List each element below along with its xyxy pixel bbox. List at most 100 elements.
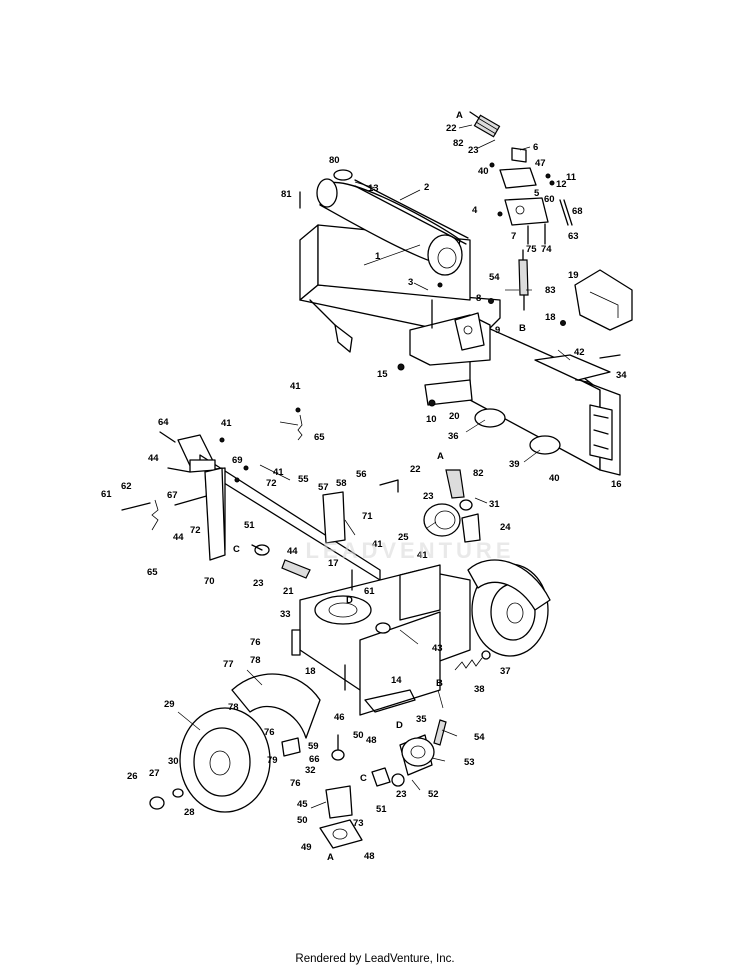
callout-47: 47 xyxy=(535,158,546,169)
callout-9: 9 xyxy=(495,325,500,336)
callout-23-b: 23 xyxy=(423,491,434,502)
connector-d-mid: D xyxy=(346,595,353,606)
callout-49: 49 xyxy=(301,842,312,853)
callout-51-b: 51 xyxy=(376,804,387,815)
connector-b-low: B xyxy=(436,678,443,689)
callout-28: 28 xyxy=(184,807,195,818)
callout-44-b: 44 xyxy=(173,532,184,543)
callout-42: 42 xyxy=(574,347,585,358)
callout-79: 79 xyxy=(267,755,278,766)
callout-14: 14 xyxy=(391,675,402,686)
callout-62: 62 xyxy=(121,481,132,492)
footer-credit: Rendered by LeadVenture, Inc. xyxy=(295,953,455,965)
callout-29: 29 xyxy=(164,699,175,710)
callout-24: 24 xyxy=(500,522,511,533)
callout-50-a: 50 xyxy=(353,730,364,741)
callout-75: 75 xyxy=(526,244,537,255)
callout-37: 37 xyxy=(500,666,511,677)
callout-11: 11 xyxy=(566,172,577,183)
callout-15: 15 xyxy=(377,369,388,380)
callout-19: 19 xyxy=(568,270,579,281)
callout-55: 55 xyxy=(298,474,309,485)
callout-3: 3 xyxy=(408,277,413,288)
callout-35: 35 xyxy=(416,714,427,725)
beam-assembly xyxy=(299,169,633,476)
callout-13: 13 xyxy=(368,183,379,194)
callout-23: 23 xyxy=(468,145,479,156)
axle-frame xyxy=(149,559,551,813)
callout-54: 54 xyxy=(489,272,500,283)
callout-41-b: 41 xyxy=(221,418,232,429)
pump-assembly xyxy=(319,719,447,849)
callout-83: 83 xyxy=(545,285,556,296)
callout-7: 7 xyxy=(511,231,516,242)
callout-66: 66 xyxy=(309,754,320,765)
callout-labels: 22 82 23 6 47 40 11 12 5 4 60 68 7 75 74… xyxy=(101,123,627,862)
callout-32: 32 xyxy=(305,765,316,776)
callout-5: 5 xyxy=(534,188,540,199)
callout-81: 81 xyxy=(281,189,292,200)
callout-69: 69 xyxy=(232,455,243,466)
callout-31: 31 xyxy=(489,499,500,510)
callout-71: 71 xyxy=(362,511,373,522)
callout-67: 67 xyxy=(167,490,178,501)
connector-letters: A B A C D B D C A xyxy=(233,110,526,863)
callout-18: 18 xyxy=(545,312,556,323)
callout-38: 38 xyxy=(474,684,485,695)
callout-82-b: 82 xyxy=(473,468,484,479)
callout-68: 68 xyxy=(572,206,583,217)
callout-63: 63 xyxy=(568,231,579,242)
callout-27: 27 xyxy=(149,768,160,779)
callout-45: 45 xyxy=(297,799,308,810)
callout-22-b: 22 xyxy=(410,464,421,475)
callout-43: 43 xyxy=(432,643,443,654)
callout-41-c: 41 xyxy=(273,467,284,478)
watermark: LEADVENTURE xyxy=(305,538,515,563)
callout-12: 12 xyxy=(556,179,567,190)
callout-17: 17 xyxy=(328,558,339,569)
callout-59: 59 xyxy=(308,741,319,752)
connector-d-low: D xyxy=(396,720,403,731)
callout-80: 80 xyxy=(329,155,340,166)
callout-76-a: 76 xyxy=(250,637,261,648)
callout-58: 58 xyxy=(336,478,347,489)
connector-b-top: B xyxy=(519,323,526,334)
callout-72-b: 72 xyxy=(190,525,201,536)
callout-82: 82 xyxy=(453,138,464,149)
callout-77: 77 xyxy=(223,659,234,670)
callout-74: 74 xyxy=(541,244,552,255)
callout-23-c: 23 xyxy=(253,578,264,589)
tow-bar xyxy=(121,407,399,581)
callout-26: 26 xyxy=(127,771,138,782)
callout-4: 4 xyxy=(472,205,478,216)
callout-41-e: 41 xyxy=(417,550,428,561)
connector-a-mid: A xyxy=(437,451,444,462)
connector-c-low: C xyxy=(360,773,367,784)
callout-18-b: 18 xyxy=(305,666,316,677)
callout-50-b: 50 xyxy=(297,815,308,826)
callout-51-a: 51 xyxy=(244,520,255,531)
callout-78-b: 78 xyxy=(228,702,239,713)
callout-65-a: 65 xyxy=(314,432,325,443)
callout-30: 30 xyxy=(168,756,179,767)
callout-72-a: 72 xyxy=(266,478,277,489)
callout-40-b: 40 xyxy=(549,473,560,484)
callout-2: 2 xyxy=(424,182,429,193)
leader-lines xyxy=(177,124,591,809)
callout-8: 8 xyxy=(476,293,481,304)
callout-54-b: 54 xyxy=(474,732,485,743)
callout-34: 34 xyxy=(616,370,627,381)
callout-73: 73 xyxy=(353,818,364,829)
callout-33: 33 xyxy=(280,609,291,620)
callout-61-a: 61 xyxy=(101,489,112,500)
connector-a-top: A xyxy=(456,110,463,121)
filter-assembly xyxy=(423,469,481,543)
callout-46: 46 xyxy=(334,712,345,723)
callout-44-a: 44 xyxy=(148,453,159,464)
callout-48-a: 48 xyxy=(366,735,377,746)
callout-23-d: 23 xyxy=(396,789,407,800)
callout-61-b: 61 xyxy=(364,586,375,597)
callout-78-a: 78 xyxy=(250,655,261,666)
callout-65-b: 65 xyxy=(147,567,158,578)
